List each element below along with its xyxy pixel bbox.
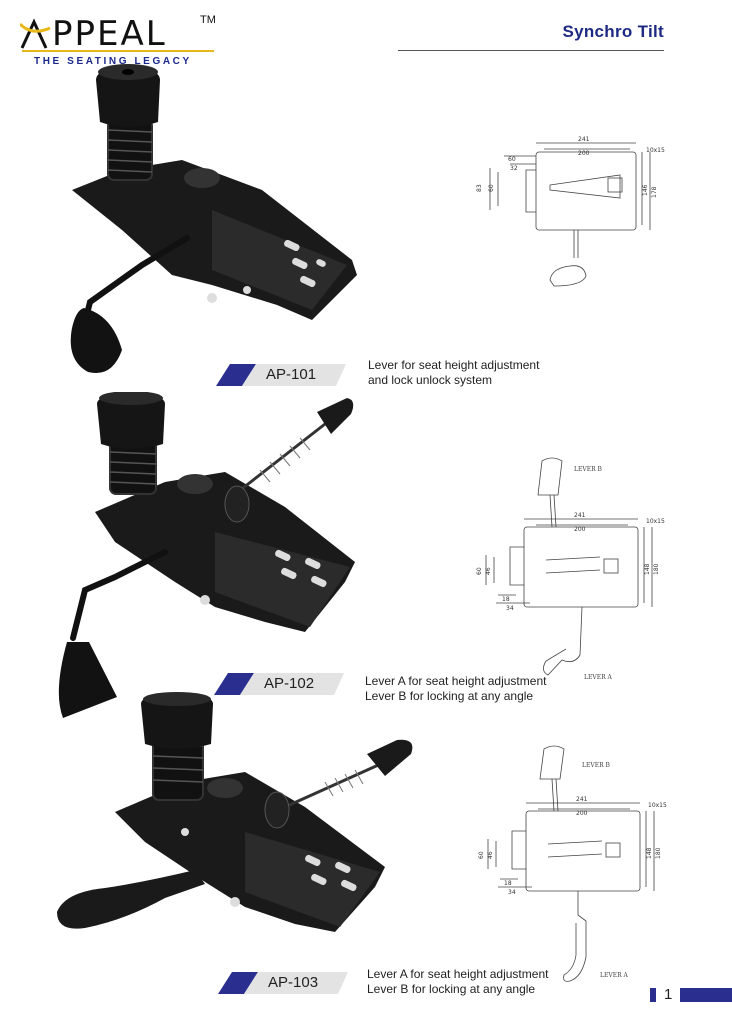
logo-a-mark-icon (20, 18, 51, 49)
description-line: and lock unlock system (368, 373, 493, 387)
dimension-label: 200 (578, 150, 590, 157)
dimension-label: 241 (574, 512, 586, 519)
dimension-label: 18 (502, 596, 510, 603)
dimension-label: 32 (510, 165, 518, 172)
lever-b-label: LEVER B (582, 762, 611, 769)
dimension-label: 18 (504, 880, 512, 887)
page-number: 1 (664, 986, 673, 1003)
lever-b-label: LEVER B (574, 466, 603, 473)
dimension-label: 60 (488, 184, 495, 192)
dimension-label: 34 (508, 889, 516, 896)
product-code: AP-103 (268, 974, 319, 991)
dimension-label: 46 (487, 851, 494, 859)
product-image-ap-102 (58, 392, 355, 718)
dimension-label: 10x15 (648, 802, 667, 809)
product-code-badge: AP-101 (216, 364, 346, 386)
logo-underline (22, 50, 214, 52)
dimension-label: 46 (485, 567, 492, 575)
dimension-label: 83 (476, 184, 483, 192)
brand-trademark: TM (200, 14, 216, 26)
dimension-label: 146 (642, 184, 649, 196)
product-code-badge: AP-103 (218, 972, 348, 994)
dimension-label: 60 (476, 567, 483, 575)
dimension-label: 60 (508, 156, 516, 163)
brand-tagline: THE SEATING LEGACY (34, 56, 192, 67)
dimension-label: 180 (655, 847, 662, 859)
dimension-label: 148 (646, 847, 653, 859)
technical-drawing-ap-102: LEVER B LEVER A 241 200 10x15 60 46 18 3… (476, 457, 665, 681)
product-image-ap-101 (70, 64, 357, 374)
badge-stripe-icon (218, 972, 348, 994)
technical-drawing-ap-101: 241 200 10x15 60 32 83 60 146 178 (476, 136, 665, 287)
product-description: Lever A for seat height adjustment Lever… (367, 967, 548, 997)
footer-bar (680, 988, 732, 1002)
dimension-label: 200 (576, 810, 588, 817)
description-line: Lever B for locking at any angle (367, 982, 536, 996)
dimension-label: 241 (578, 136, 590, 143)
dimension-label: 60 (478, 851, 485, 859)
badge-stripe-icon (216, 364, 346, 386)
page-title: Synchro Tilt (562, 22, 664, 41)
footer-bar (650, 988, 656, 1002)
description-line: Lever A for seat height adjustment (365, 674, 547, 688)
dimension-label: 178 (651, 186, 658, 198)
dimension-label: 200 (574, 526, 586, 533)
product-code: AP-102 (264, 675, 315, 692)
product-description: Lever A for seat height adjustment Lever… (365, 674, 546, 704)
header-divider (398, 50, 664, 51)
dimension-label: 180 (653, 563, 660, 575)
product-code: AP-101 (266, 366, 317, 383)
dimension-label: 241 (576, 796, 588, 803)
description-line: Lever B for locking at any angle (365, 689, 534, 703)
product-description: Lever for seat height adjustment and loc… (368, 358, 539, 388)
dimension-label: 148 (644, 563, 651, 575)
description-line: Lever for seat height adjustment (368, 358, 540, 372)
brand-name: PPEAL (52, 14, 167, 54)
description-line: Lever A for seat height adjustment (367, 967, 549, 981)
dimension-label: 34 (506, 605, 514, 612)
lever-a-label: LEVER A (584, 674, 613, 681)
technical-drawing-ap-103: LEVER B LEVER A 241 200 10x15 60 46 18 3… (478, 745, 667, 982)
lever-a-label: LEVER A (600, 972, 629, 979)
brand-logo: PPEAL TM THE SEATING LEGACY (20, 10, 222, 70)
product-image-ap-103 (57, 692, 413, 932)
dimension-label: 10x15 (646, 518, 665, 525)
product-code-badge: AP-102 (214, 673, 344, 695)
dimension-label: 10x15 (646, 147, 665, 154)
badge-stripe-icon (214, 673, 344, 695)
